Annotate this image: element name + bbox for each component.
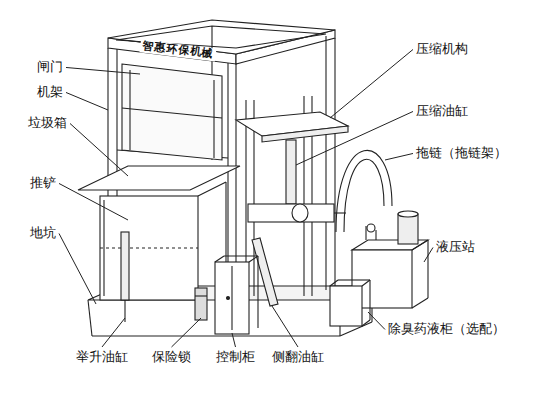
lift-cylinder-stroke bbox=[121, 232, 129, 300]
gate-stroke bbox=[213, 80, 214, 158]
control-cabinet-stroke bbox=[249, 256, 258, 262]
safety-lock-stroke bbox=[195, 295, 207, 296]
leader-line bbox=[172, 318, 202, 347]
garbage-box-stroke bbox=[100, 196, 198, 300]
gate-stroke bbox=[122, 108, 222, 118]
garbage-box-stroke bbox=[198, 182, 226, 196]
safety-lock-stroke bbox=[195, 288, 207, 320]
part-label: 垃圾箱 bbox=[28, 116, 67, 131]
control-cabinet-stroke bbox=[231, 266, 232, 330]
lift-cylinder bbox=[121, 232, 129, 322]
compression-mechanism-stroke bbox=[248, 204, 334, 222]
garbage-box-stroke bbox=[78, 166, 240, 190]
leader-line bbox=[330, 49, 413, 118]
leader-line bbox=[385, 153, 413, 160]
part-label: 控制柜 bbox=[216, 350, 255, 365]
frame-stroke bbox=[325, 36, 326, 290]
part-label: 液压站 bbox=[436, 240, 475, 255]
leader-line bbox=[232, 333, 236, 347]
leader-line bbox=[66, 67, 140, 74]
frame-stroke bbox=[334, 38, 335, 290]
hydraulic-station-stroke bbox=[367, 224, 375, 232]
leader-line bbox=[59, 183, 128, 220]
compression-mechanism-stroke bbox=[286, 140, 296, 204]
base-ground-stroke bbox=[92, 335, 340, 336]
hydraulic-station-stroke bbox=[365, 226, 366, 240]
garbage-box-stroke bbox=[100, 247, 198, 248]
control-cabinet bbox=[215, 256, 258, 334]
part-label: 机架 bbox=[37, 85, 63, 100]
control-cabinet-stroke bbox=[227, 297, 230, 300]
part-label: 压缩油缸 bbox=[416, 104, 468, 119]
control-cabinet-stroke bbox=[257, 256, 258, 328]
compression-mechanism-stroke bbox=[292, 204, 308, 222]
deodorant-cabinet bbox=[330, 280, 370, 326]
part-label: 举升油缸 bbox=[76, 350, 128, 365]
leader-line bbox=[296, 111, 413, 165]
safety-lock bbox=[195, 288, 207, 320]
gate-stroke bbox=[129, 70, 130, 150]
drag-chain-stroke bbox=[336, 150, 392, 232]
hydraulic-station-stroke bbox=[398, 211, 418, 217]
gate-stroke bbox=[122, 64, 222, 160]
leader-line bbox=[368, 312, 385, 329]
compression-mechanism-stroke bbox=[262, 126, 348, 142]
hydraulic-station-stroke bbox=[375, 230, 376, 240]
deodorant-cabinet-stroke bbox=[362, 280, 370, 286]
leader-line bbox=[272, 306, 298, 347]
control-cabinet-stroke bbox=[215, 262, 249, 334]
leader-line bbox=[70, 123, 128, 176]
deodorant-cabinet-stroke bbox=[362, 320, 370, 326]
drag-chain bbox=[336, 150, 392, 232]
leader-line bbox=[424, 247, 433, 262]
part-label: 压缩机构 bbox=[416, 42, 468, 57]
deodorant-cabinet-stroke bbox=[330, 280, 338, 286]
leader-line bbox=[59, 233, 96, 304]
deodorant-cabinet-stroke bbox=[338, 279, 370, 280]
leader-line bbox=[66, 92, 108, 110]
side-turn-cylinder bbox=[252, 238, 278, 306]
compression-mechanism bbox=[236, 96, 348, 296]
drag-chain-stroke bbox=[344, 159, 384, 232]
base-ground-stroke bbox=[88, 300, 92, 336]
side-turn-cylinder-stroke bbox=[252, 238, 278, 306]
hydraulic-station-stroke bbox=[412, 298, 428, 308]
deodorant-cabinet-stroke bbox=[330, 286, 362, 326]
control-cabinet-stroke bbox=[215, 256, 224, 262]
control-cabinet-stroke bbox=[224, 255, 258, 256]
hydraulic-station-stroke bbox=[427, 240, 428, 298]
garbage-box-stroke bbox=[103, 200, 104, 296]
part-label: 闸门 bbox=[37, 60, 63, 75]
gate bbox=[122, 64, 222, 160]
part-label: 保险锁 bbox=[152, 350, 191, 365]
leader-line bbox=[102, 318, 125, 347]
part-label: 推铲 bbox=[30, 176, 56, 191]
hydraulic-station bbox=[352, 211, 428, 308]
part-label: 地坑 bbox=[30, 226, 56, 241]
part-label: 拖链（拖链架） bbox=[416, 146, 507, 161]
part-label: 除臭药液柜（选配） bbox=[388, 322, 505, 337]
hydraulic-station-stroke bbox=[398, 214, 418, 244]
part-label: 侧翻油缸 bbox=[272, 350, 324, 365]
